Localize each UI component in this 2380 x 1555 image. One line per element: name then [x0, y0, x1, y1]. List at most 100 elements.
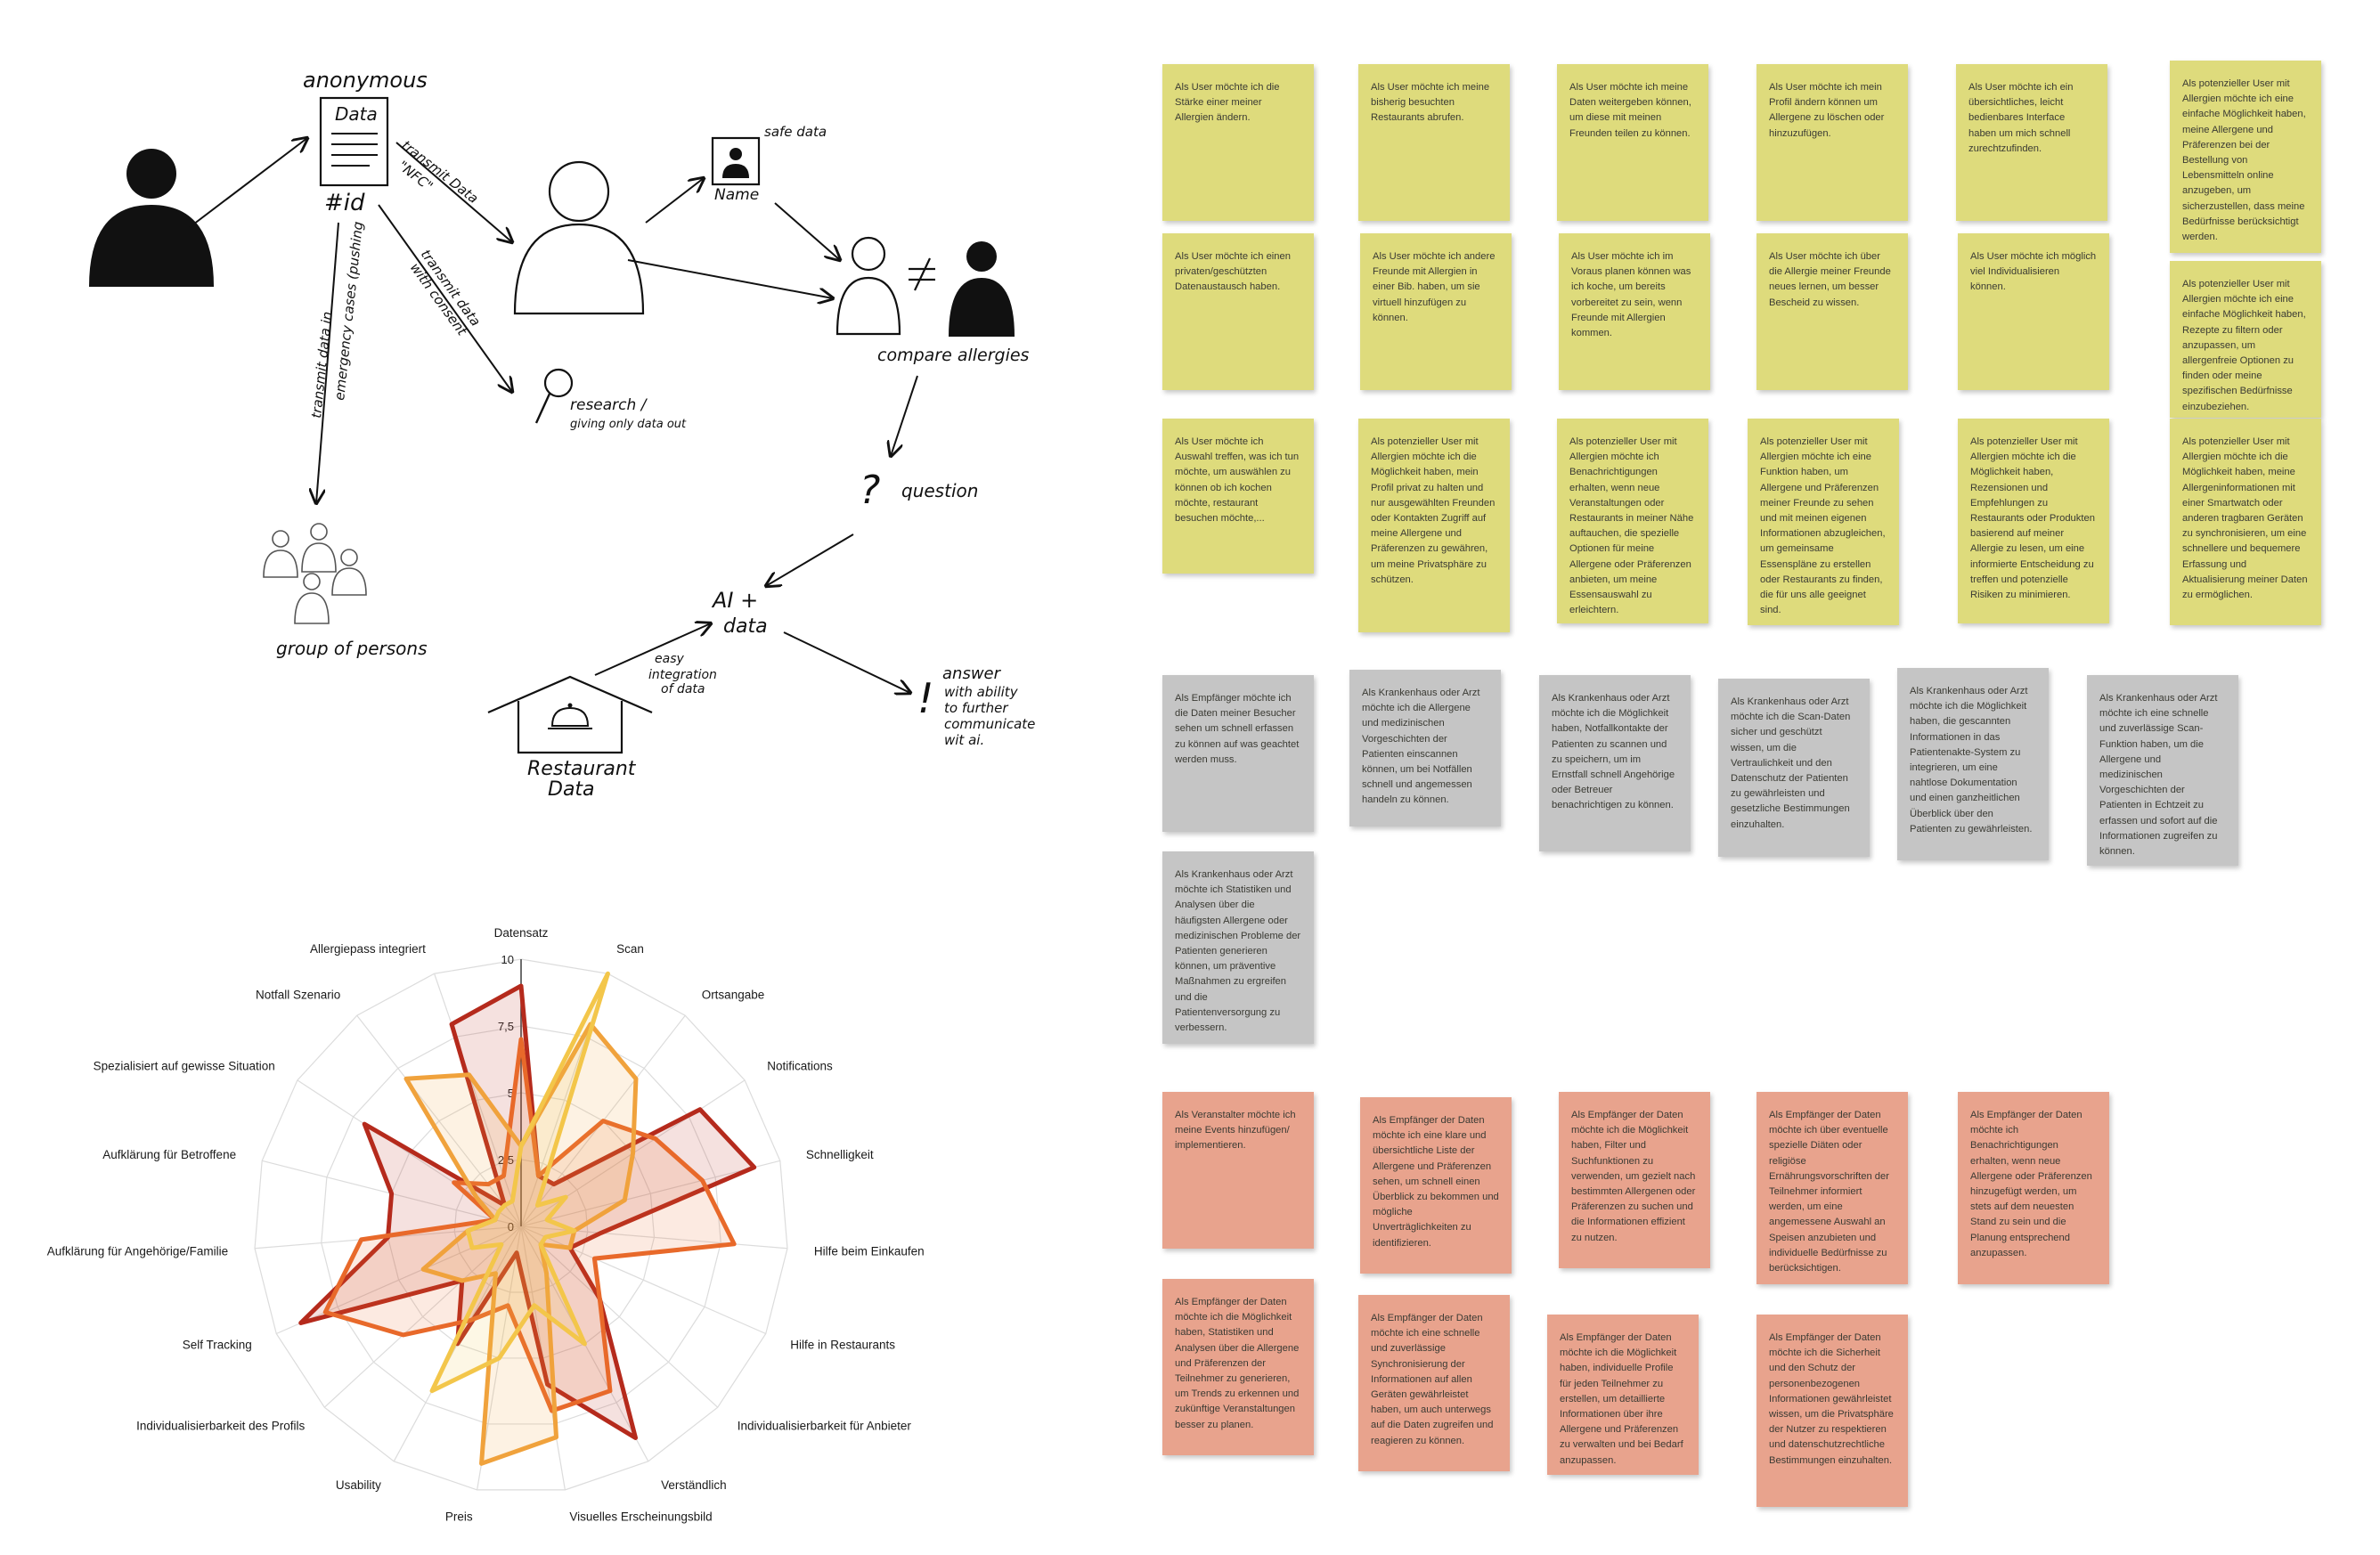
sticky-note-yellow[interactable]: Als User möchte ich mein Profil ändern k… — [1756, 64, 1908, 221]
radar-category-label: Hilfe in Restaurants — [790, 1339, 895, 1352]
sticky-note-gray[interactable]: Als Krankenhaus oder Arzt möchte ich Sta… — [1162, 851, 1314, 1044]
sticky-note-yellow[interactable]: Als potenzieller User mit Allergien möch… — [2170, 61, 2321, 253]
compare-allergies-label: compare allergies — [877, 346, 1030, 365]
radar-category-label: Spezialisiert auf gewisse Situation — [94, 1060, 275, 1073]
of-data-label: of data — [661, 682, 705, 696]
radar-grid-ring — [387, 1092, 656, 1359]
anonymous-label: anonymous — [303, 68, 428, 93]
answer-line-4: communicate — [944, 716, 1035, 732]
sticky-note-yellow[interactable]: Als potenzieller User mit Allergien möch… — [2170, 419, 2321, 625]
sticky-note-gray[interactable]: Als Krankenhaus oder Arzt möchte ich die… — [1897, 668, 2049, 860]
radar-category-label: Individualisierbarkeit für Anbieter — [738, 1420, 912, 1433]
receiver-person-icon — [513, 160, 645, 315]
radar-spoke — [520, 1225, 766, 1335]
sticky-note-yellow[interactable]: Als potenzieller User mit Allergien möch… — [2170, 261, 2321, 418]
radar-tick-label: 7,5 — [498, 1020, 514, 1033]
radar-spoke — [520, 1225, 719, 1408]
question-mark-icon: ? — [860, 468, 880, 513]
sticky-note-yellow[interactable]: Als potenzieller User mit Allergien möch… — [1358, 419, 1510, 632]
ai-data-label: data — [723, 615, 768, 638]
radar-category-label: Aufklärung für Betroffene — [102, 1148, 236, 1161]
sticky-note-pink[interactable]: Als Empfänger der Daten möchte ich die S… — [1756, 1315, 1908, 1507]
restaurant-label: Restaurant — [527, 758, 637, 780]
radar-spoke — [323, 1225, 522, 1408]
radar-category-label: Scan — [616, 942, 644, 956]
radar-category-label: Usability — [336, 1478, 381, 1492]
sticky-note-yellow[interactable]: Als potenzieller User mit Allergien möch… — [1958, 419, 2109, 623]
sticky-note-pink[interactable]: Als Empfänger der Daten möchte ich Benac… — [1958, 1092, 2109, 1284]
sticky-note-yellow[interactable]: Als User möchte ich Auswahl treffen, was… — [1162, 419, 1314, 574]
radar-category-label: Notfall Szenario — [256, 989, 340, 1002]
data-document-icon — [319, 96, 389, 187]
group-of-persons-icon — [263, 523, 367, 624]
sticky-note-yellow[interactable]: Als potenzieller User mit Allergien möch… — [1748, 419, 1899, 625]
radar-series-1 — [298, 983, 757, 1440]
radar-spoke — [520, 1225, 788, 1250]
radar-series-3 — [403, 1022, 639, 1466]
feature-radar-chart: 02,557,510DatensatzScanOrtsangabeNotific… — [47, 926, 925, 1523]
radar-tick-label: 10 — [501, 953, 514, 966]
radar-category-label: Verständlich — [661, 1478, 727, 1492]
radar-spoke — [276, 1225, 522, 1335]
sticky-note-pink[interactable]: Als Empfänger der Daten möchte ich die M… — [1547, 1315, 1699, 1475]
data-document-label: Data — [335, 103, 378, 125]
radar-category-label: Datensatz — [494, 926, 549, 940]
radar-category-label: Individualisierbarkeit des Profils — [136, 1420, 305, 1433]
sticky-note-yellow[interactable]: Als potenzieller User mit Allergien möch… — [1557, 419, 1708, 623]
radar-category-label: Notifications — [767, 1060, 833, 1073]
safe-data-label: safe data — [764, 124, 827, 140]
radar-category-label: Aufklärung für Angehörige/Familie — [47, 1244, 228, 1258]
radar-tick-label: 5 — [508, 1087, 514, 1100]
sticky-note-gray[interactable]: Als Krankenhaus oder Arzt möchte ich die… — [1349, 670, 1501, 826]
answer-line-3: to further — [944, 700, 1008, 716]
restaurant-house-icon — [487, 675, 653, 754]
answer-line-2: with ability — [944, 684, 1019, 700]
radar-category-label: Visuelles Erscheinungsbild — [569, 1510, 712, 1523]
transmit-emergency-label: transmit data in — [308, 311, 335, 419]
name-label: Name — [714, 186, 759, 204]
radar-category-label: Allergiepass integriert — [310, 942, 426, 956]
sticky-note-yellow[interactable]: Als User möchte ich über die Allergie me… — [1756, 233, 1908, 390]
sticky-note-yellow[interactable]: Als User möchte ich möglich viel Individ… — [1958, 233, 2109, 390]
answer-line-5: wit ai. — [944, 732, 984, 748]
research-magnifier-icon — [534, 368, 574, 424]
radar-category-label: Preis — [445, 1510, 473, 1523]
research-label: research / — [570, 396, 648, 414]
sticky-note-pink[interactable]: Als Veranstalter möchte ich meine Events… — [1162, 1092, 1314, 1249]
sticky-note-gray[interactable]: Als Krankenhaus oder Arzt möchte ich die… — [1718, 679, 1870, 857]
radar-spoke — [297, 1079, 522, 1227]
sticky-note-pink[interactable]: Als Empfänger der Daten möchte ich eine … — [1358, 1295, 1510, 1471]
radar-category-label: Ortsangabe — [702, 989, 765, 1002]
sticky-note-yellow[interactable]: Als User möchte ich andere Freunde mit A… — [1360, 233, 1512, 390]
answer-mark-icon: ! — [917, 674, 933, 722]
radar-tick-label: 0 — [508, 1220, 514, 1233]
question-label: question — [901, 480, 978, 501]
sticky-note-yellow[interactable]: Als User möchte ich einen privaten/gesch… — [1162, 233, 1314, 390]
group-of-persons-label: group of persons — [276, 638, 428, 659]
integration-label: integration — [648, 668, 717, 682]
sticky-note-pink[interactable]: Als Empfänger der Daten möchte ich eine … — [1360, 1097, 1512, 1274]
sticky-note-pink[interactable]: Als Empfänger der Daten möchte ich die M… — [1162, 1279, 1314, 1455]
sticky-note-yellow[interactable]: Als User möchte ich im Voraus planen kön… — [1559, 233, 1710, 390]
sticky-note-yellow[interactable]: Als User möchte ich meine Daten weiterge… — [1557, 64, 1708, 221]
sticky-note-pink[interactable]: Als Empfänger der Daten möchte ich über … — [1756, 1092, 1908, 1284]
sticky-note-yellow[interactable]: Als User möchte ich die Stärke einer mei… — [1162, 64, 1314, 221]
profile-card-icon — [711, 136, 761, 186]
radar-spoke — [520, 1160, 780, 1227]
not-equal-icon — [909, 257, 935, 291]
radar-category-label: Self Tracking — [183, 1339, 252, 1352]
radar-category-label: Schnelligkeit — [806, 1148, 874, 1161]
restaurant-data-label: Data — [548, 778, 595, 801]
easy-label: easy — [655, 652, 684, 666]
radar-grid-ring — [321, 1025, 721, 1425]
sticky-note-pink[interactable]: Als Empfänger der Daten möchte ich die M… — [1559, 1092, 1710, 1268]
compare-filled-person-icon — [949, 241, 1015, 337]
sticky-note-yellow[interactable]: Als User möchte ich ein übersichtliches,… — [1956, 64, 2107, 221]
radar-grid-ring — [254, 958, 788, 1491]
sticky-note-gray[interactable]: Als Empfänger möchte ich die Daten meine… — [1162, 675, 1314, 832]
user-flow-sketch: anonymous Data #id transmit Data "NFC" t… — [89, 68, 1035, 801]
radar-spoke — [434, 973, 522, 1227]
sticky-note-yellow[interactable]: Als User möchte ich meine bisherig besuc… — [1358, 64, 1510, 221]
sticky-note-gray[interactable]: Als Krankenhaus oder Arzt möchte ich ein… — [2087, 675, 2238, 866]
sticky-note-gray[interactable]: Als Krankenhaus oder Arzt möchte ich die… — [1539, 675, 1691, 851]
